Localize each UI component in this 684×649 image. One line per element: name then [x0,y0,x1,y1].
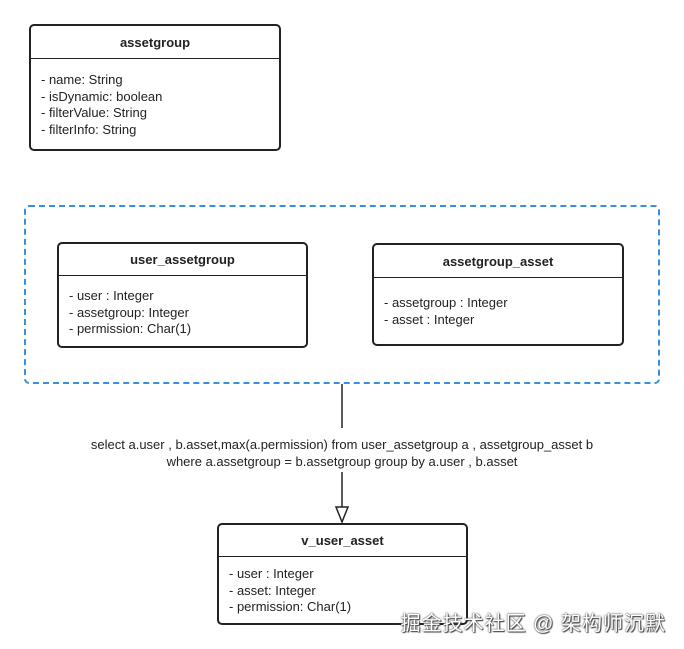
attribute: - assetgroup: Integer [69,304,189,320]
attribute: - filterValue: String [41,105,147,120]
attribute: - asset : Integer [384,311,475,327]
attribute: - permission: Char(1) [229,599,352,614]
class-title: v_user_asset [219,525,466,557]
class-title: assetgroup [31,26,279,59]
attribute: - isDynamic: boolean [41,88,163,104]
watermark: 掘金技术社区 @ 架构师沉默 [400,613,666,635]
sql-line-1: select a.user , b.asset,max(a.permission… [90,437,594,452]
attribute: - assetgroup : Integer [384,295,508,310]
class-assetgroup: assetgroup - name: String - isDynamic: b… [29,24,281,151]
arrowhead-icon [334,506,350,525]
class-assetgroup-asset: assetgroup_asset - assetgroup : Integer … [372,243,624,346]
attribute: - user : Integer [69,288,154,303]
class-v-user-asset: v_user_asset - user : Integer - asset: I… [217,523,468,625]
class-title: assetgroup_asset [374,245,622,278]
attribute: - asset: Integer [229,582,316,598]
attribute-list: - assetgroup : Integer - asset : Integer [374,278,622,328]
attribute: - permission: Char(1) [69,321,192,336]
class-user-assetgroup: user_assetgroup - user : Integer - asset… [57,242,308,348]
class-title: user_assetgroup [59,244,306,276]
join-group-container [24,205,660,384]
attribute-list: - user : Integer - assetgroup: Integer -… [59,276,306,338]
attribute: - filterInfo: String [41,121,137,137]
attribute: - user : Integer [229,566,314,581]
sql-line-2: where a.assetgroup = b.assetgroup group … [166,454,518,469]
sql-query: select a.user , b.asset,max(a.permission… [0,436,684,470]
attribute: - name: String [41,72,123,87]
attribute-list: - user : Integer - asset: Integer - perm… [219,557,466,616]
attribute-list: - name: String - isDynamic: boolean - fi… [31,59,279,138]
